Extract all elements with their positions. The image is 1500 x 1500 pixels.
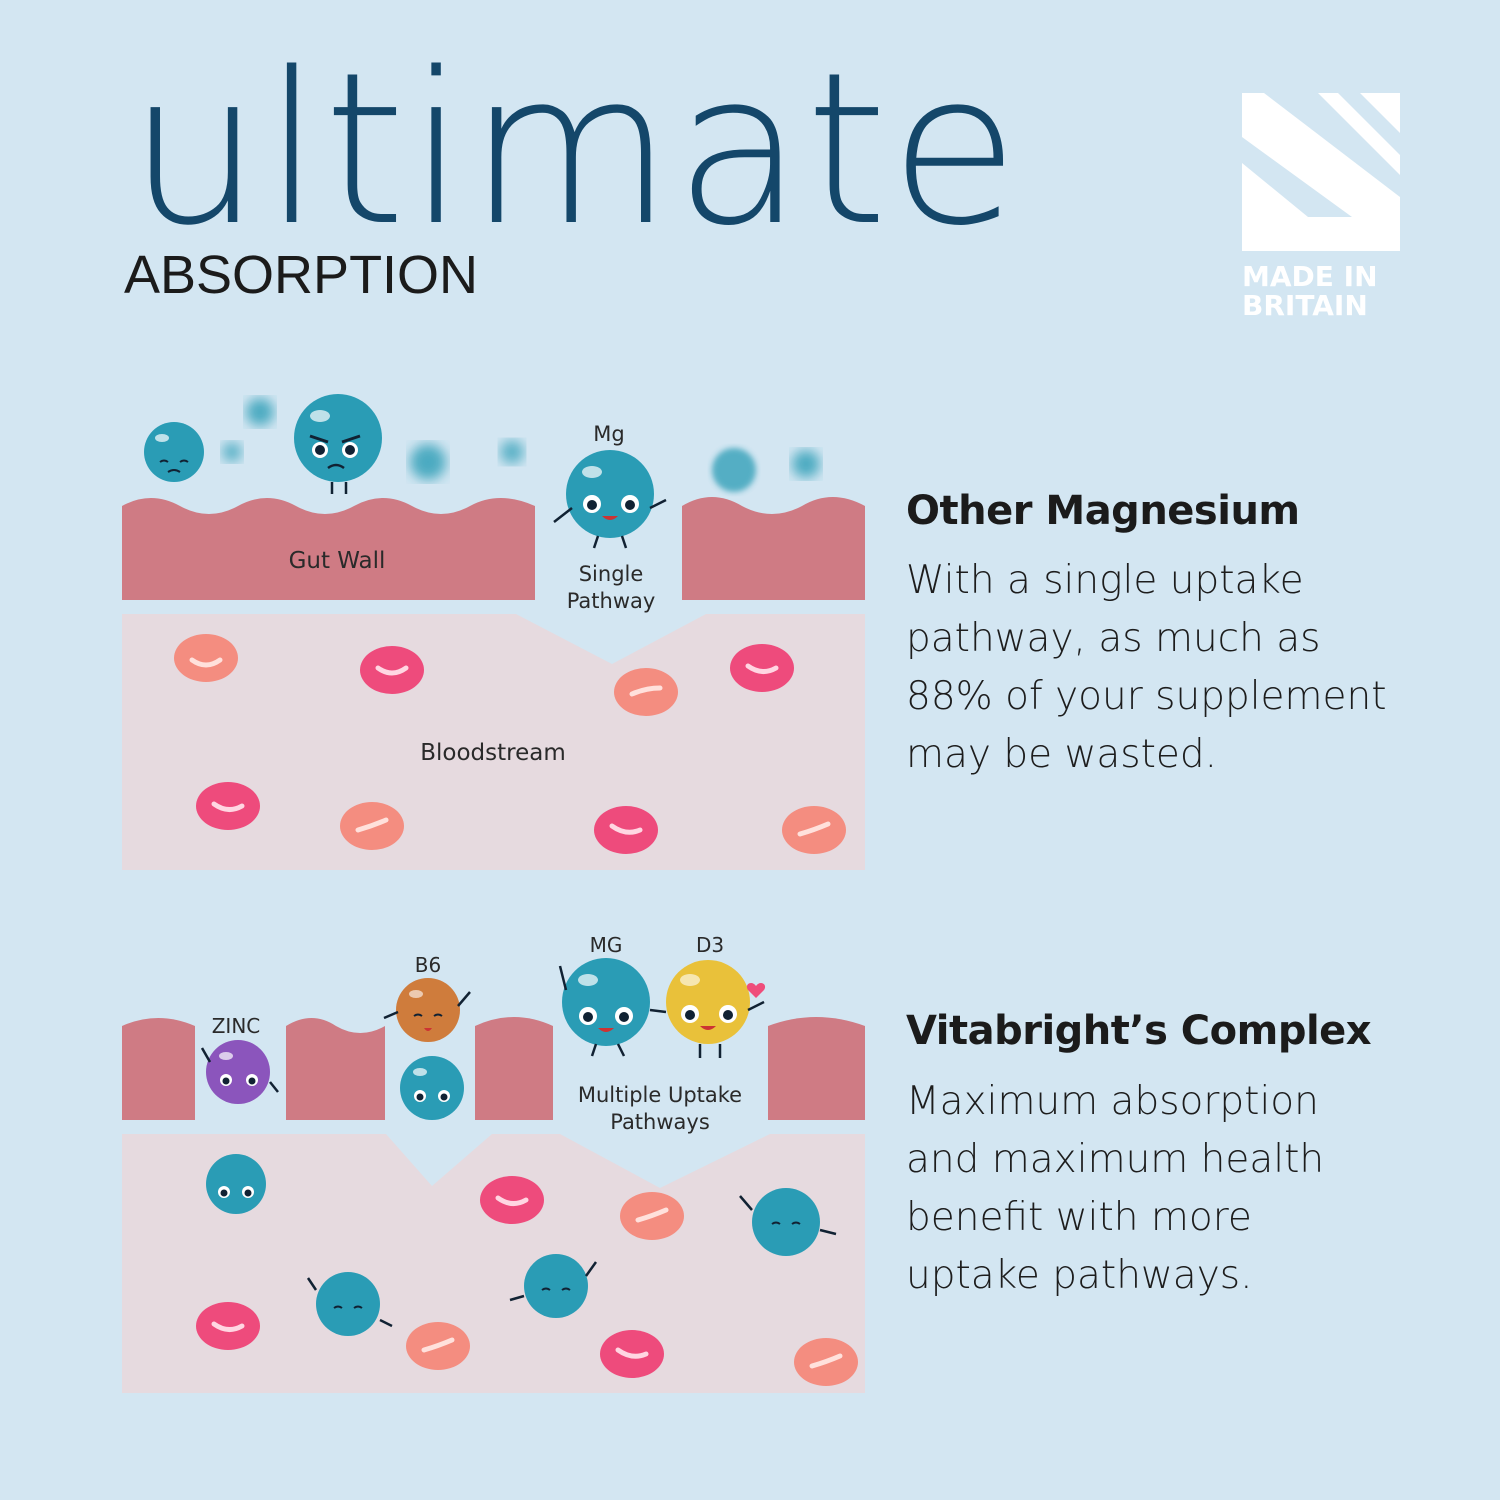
made-in-britain-badge: MADE IN BRITAIN (1242, 262, 1402, 320)
magnesium-particle (553, 450, 667, 549)
gut-wall-segment (122, 1018, 195, 1120)
d3-label: D3 (696, 933, 724, 957)
page-subtitle: ABSORPTION (124, 245, 479, 305)
blurred-particle (792, 450, 820, 478)
mg-label: MG (590, 933, 623, 957)
magnesium-particle (400, 1056, 464, 1120)
d3-particle (666, 960, 765, 1058)
gut-wall-left (122, 498, 535, 600)
blurred-magnesium (712, 448, 756, 492)
bloodstream-area (122, 1134, 865, 1393)
blood-cell (782, 806, 846, 854)
gut-wall-segment (286, 1018, 385, 1120)
text-line: pathway, as much as (906, 616, 1321, 661)
gut-wall-segment (475, 1017, 553, 1120)
blood-cell (360, 646, 424, 694)
blood-cell (794, 1338, 858, 1386)
bloodstream-area (122, 614, 865, 870)
single-pathway-label-line1: Single (579, 562, 644, 586)
blood-cell (480, 1176, 544, 1224)
blood-cell (620, 1192, 684, 1240)
other-magnesium-title: Other Magnesium (906, 488, 1300, 534)
badge-line-1: MADE IN (1242, 260, 1378, 293)
heart-icon (746, 983, 766, 998)
magnesium-particle (206, 1154, 266, 1214)
blood-cell (196, 782, 260, 830)
blurred-particle (410, 444, 446, 480)
blood-cell (614, 668, 678, 716)
multiple-pathways-label-line2: Pathways (610, 1110, 710, 1134)
b6-label: B6 (415, 953, 441, 977)
magnesium-particle (739, 1188, 837, 1256)
text-line: may be wasted. (906, 732, 1218, 777)
angry-magnesium-particle (294, 394, 382, 494)
multiple-pathway-diagram: ZINC B6 MG D3 Multiple Uptake Pathways (122, 933, 865, 1393)
gut-wall-right (682, 497, 865, 600)
single-pathway-diagram: Gut Wall Mg Single Pathway Bloodstream (122, 394, 865, 870)
bloodstream-label: Bloodstream (420, 740, 566, 766)
vitabright-complex-text: Maximum absorption and maximum health be… (906, 1073, 1446, 1305)
page-title: ultimate (128, 27, 1021, 272)
blood-cell (594, 806, 658, 854)
badge-line-2: BRITAIN (1242, 289, 1368, 322)
gut-wall-label: Gut Wall (289, 548, 386, 574)
text-line: Maximum absorption (906, 1079, 1319, 1124)
zinc-label: ZINC (212, 1014, 261, 1038)
text-line: 88% of your supplement (906, 674, 1387, 719)
text-line: benefit with more (906, 1195, 1252, 1240)
zinc-particle (200, 1040, 279, 1104)
blood-cell (406, 1322, 470, 1370)
blurred-particle (246, 398, 274, 426)
blurred-particle (222, 442, 242, 462)
gut-wall-segment (768, 1017, 865, 1120)
magnesium-particle (509, 1254, 598, 1318)
magnesium-particle (558, 958, 667, 1057)
union-flag-icon (1242, 93, 1400, 251)
b6-particle (383, 978, 471, 1042)
text-line: and maximum health (906, 1137, 1325, 1182)
text-line: uptake pathways. (906, 1253, 1253, 1298)
magnesium-particle (306, 1272, 393, 1336)
blood-cell (340, 802, 404, 850)
vitabright-complex-title: Vitabright’s Complex (906, 1008, 1372, 1054)
sad-magnesium-particle (144, 422, 204, 482)
mg-label: Mg (593, 422, 624, 446)
multiple-pathways-label-line1: Multiple Uptake (578, 1083, 742, 1107)
other-magnesium-text: With a single uptake pathway, as much as… (906, 552, 1446, 784)
blurred-particle (500, 440, 524, 464)
text-line: With a single uptake (906, 558, 1304, 603)
blood-cell (730, 644, 794, 692)
blood-cell (196, 1302, 260, 1350)
blood-cell (174, 634, 238, 682)
blood-cell (600, 1330, 664, 1378)
single-pathway-label-line2: Pathway (567, 589, 656, 613)
